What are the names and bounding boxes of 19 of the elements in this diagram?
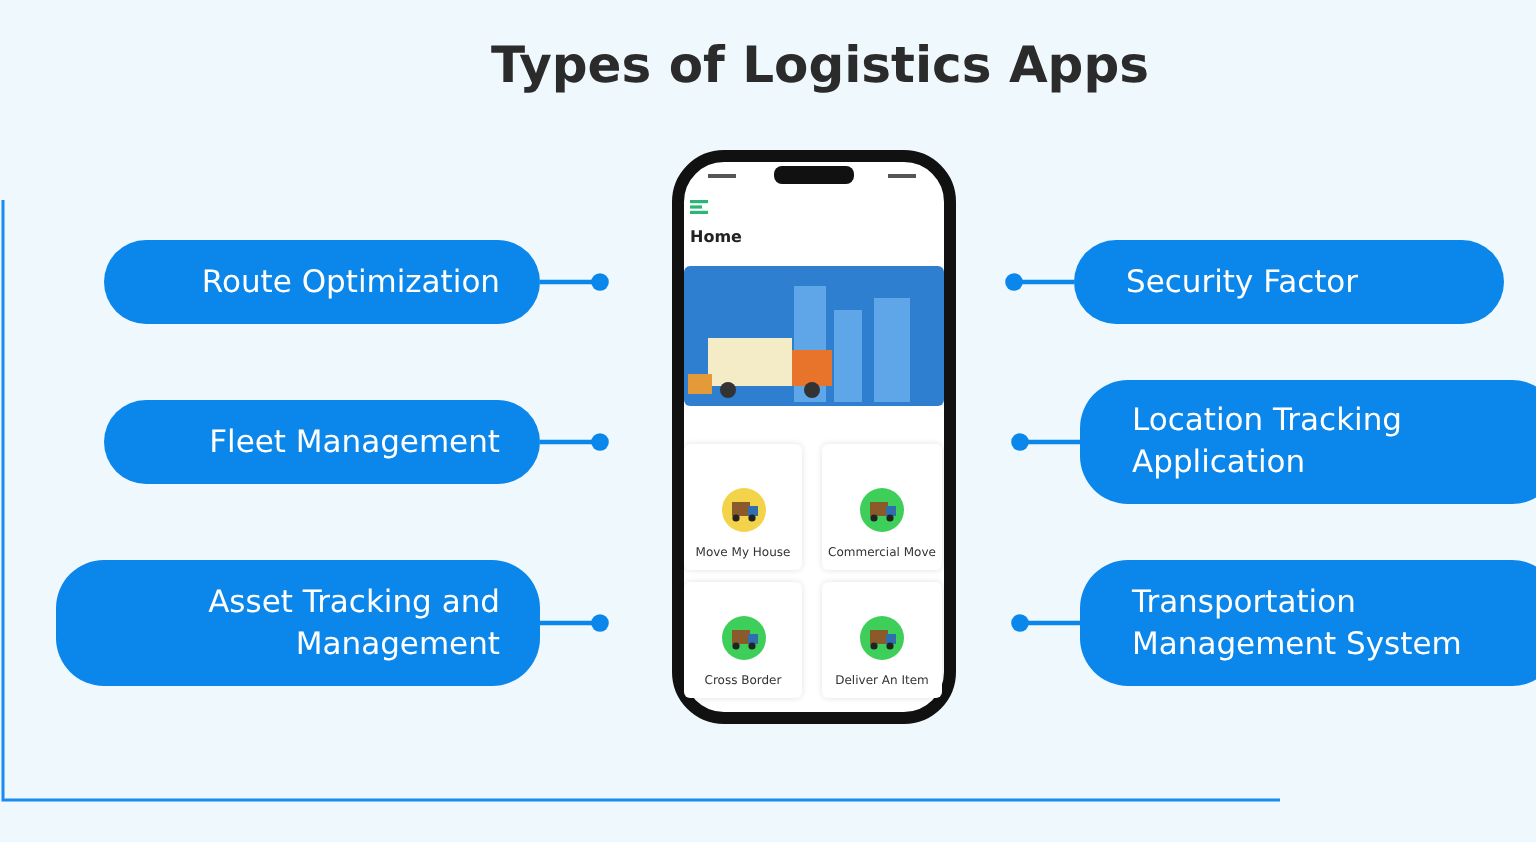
- connector-line: [1011, 433, 1080, 451]
- category-pill: Transportation Management System: [1080, 560, 1536, 686]
- connector-line: [1005, 273, 1074, 291]
- app-tile: [822, 582, 942, 698]
- connector-line: [540, 273, 609, 291]
- smartphone-drawing: [672, 150, 956, 724]
- category-pill: Fleet Management: [104, 400, 540, 484]
- app-tile: [684, 444, 802, 570]
- category-pill: Asset Tracking and Management: [56, 560, 540, 686]
- screen-heading: Home: [690, 228, 742, 246]
- connector-line: [1011, 614, 1080, 632]
- connector-line: [540, 614, 609, 632]
- category-pill: Location Tracking Application: [1080, 380, 1536, 504]
- category-pill: Route Optimization: [104, 240, 540, 324]
- app-tile: [822, 444, 942, 570]
- title: Types of Logistics Apps: [489, 36, 1151, 94]
- category-pill: Security Factor: [1074, 240, 1504, 324]
- app-tile: [684, 582, 802, 698]
- connector-line: [540, 433, 609, 451]
